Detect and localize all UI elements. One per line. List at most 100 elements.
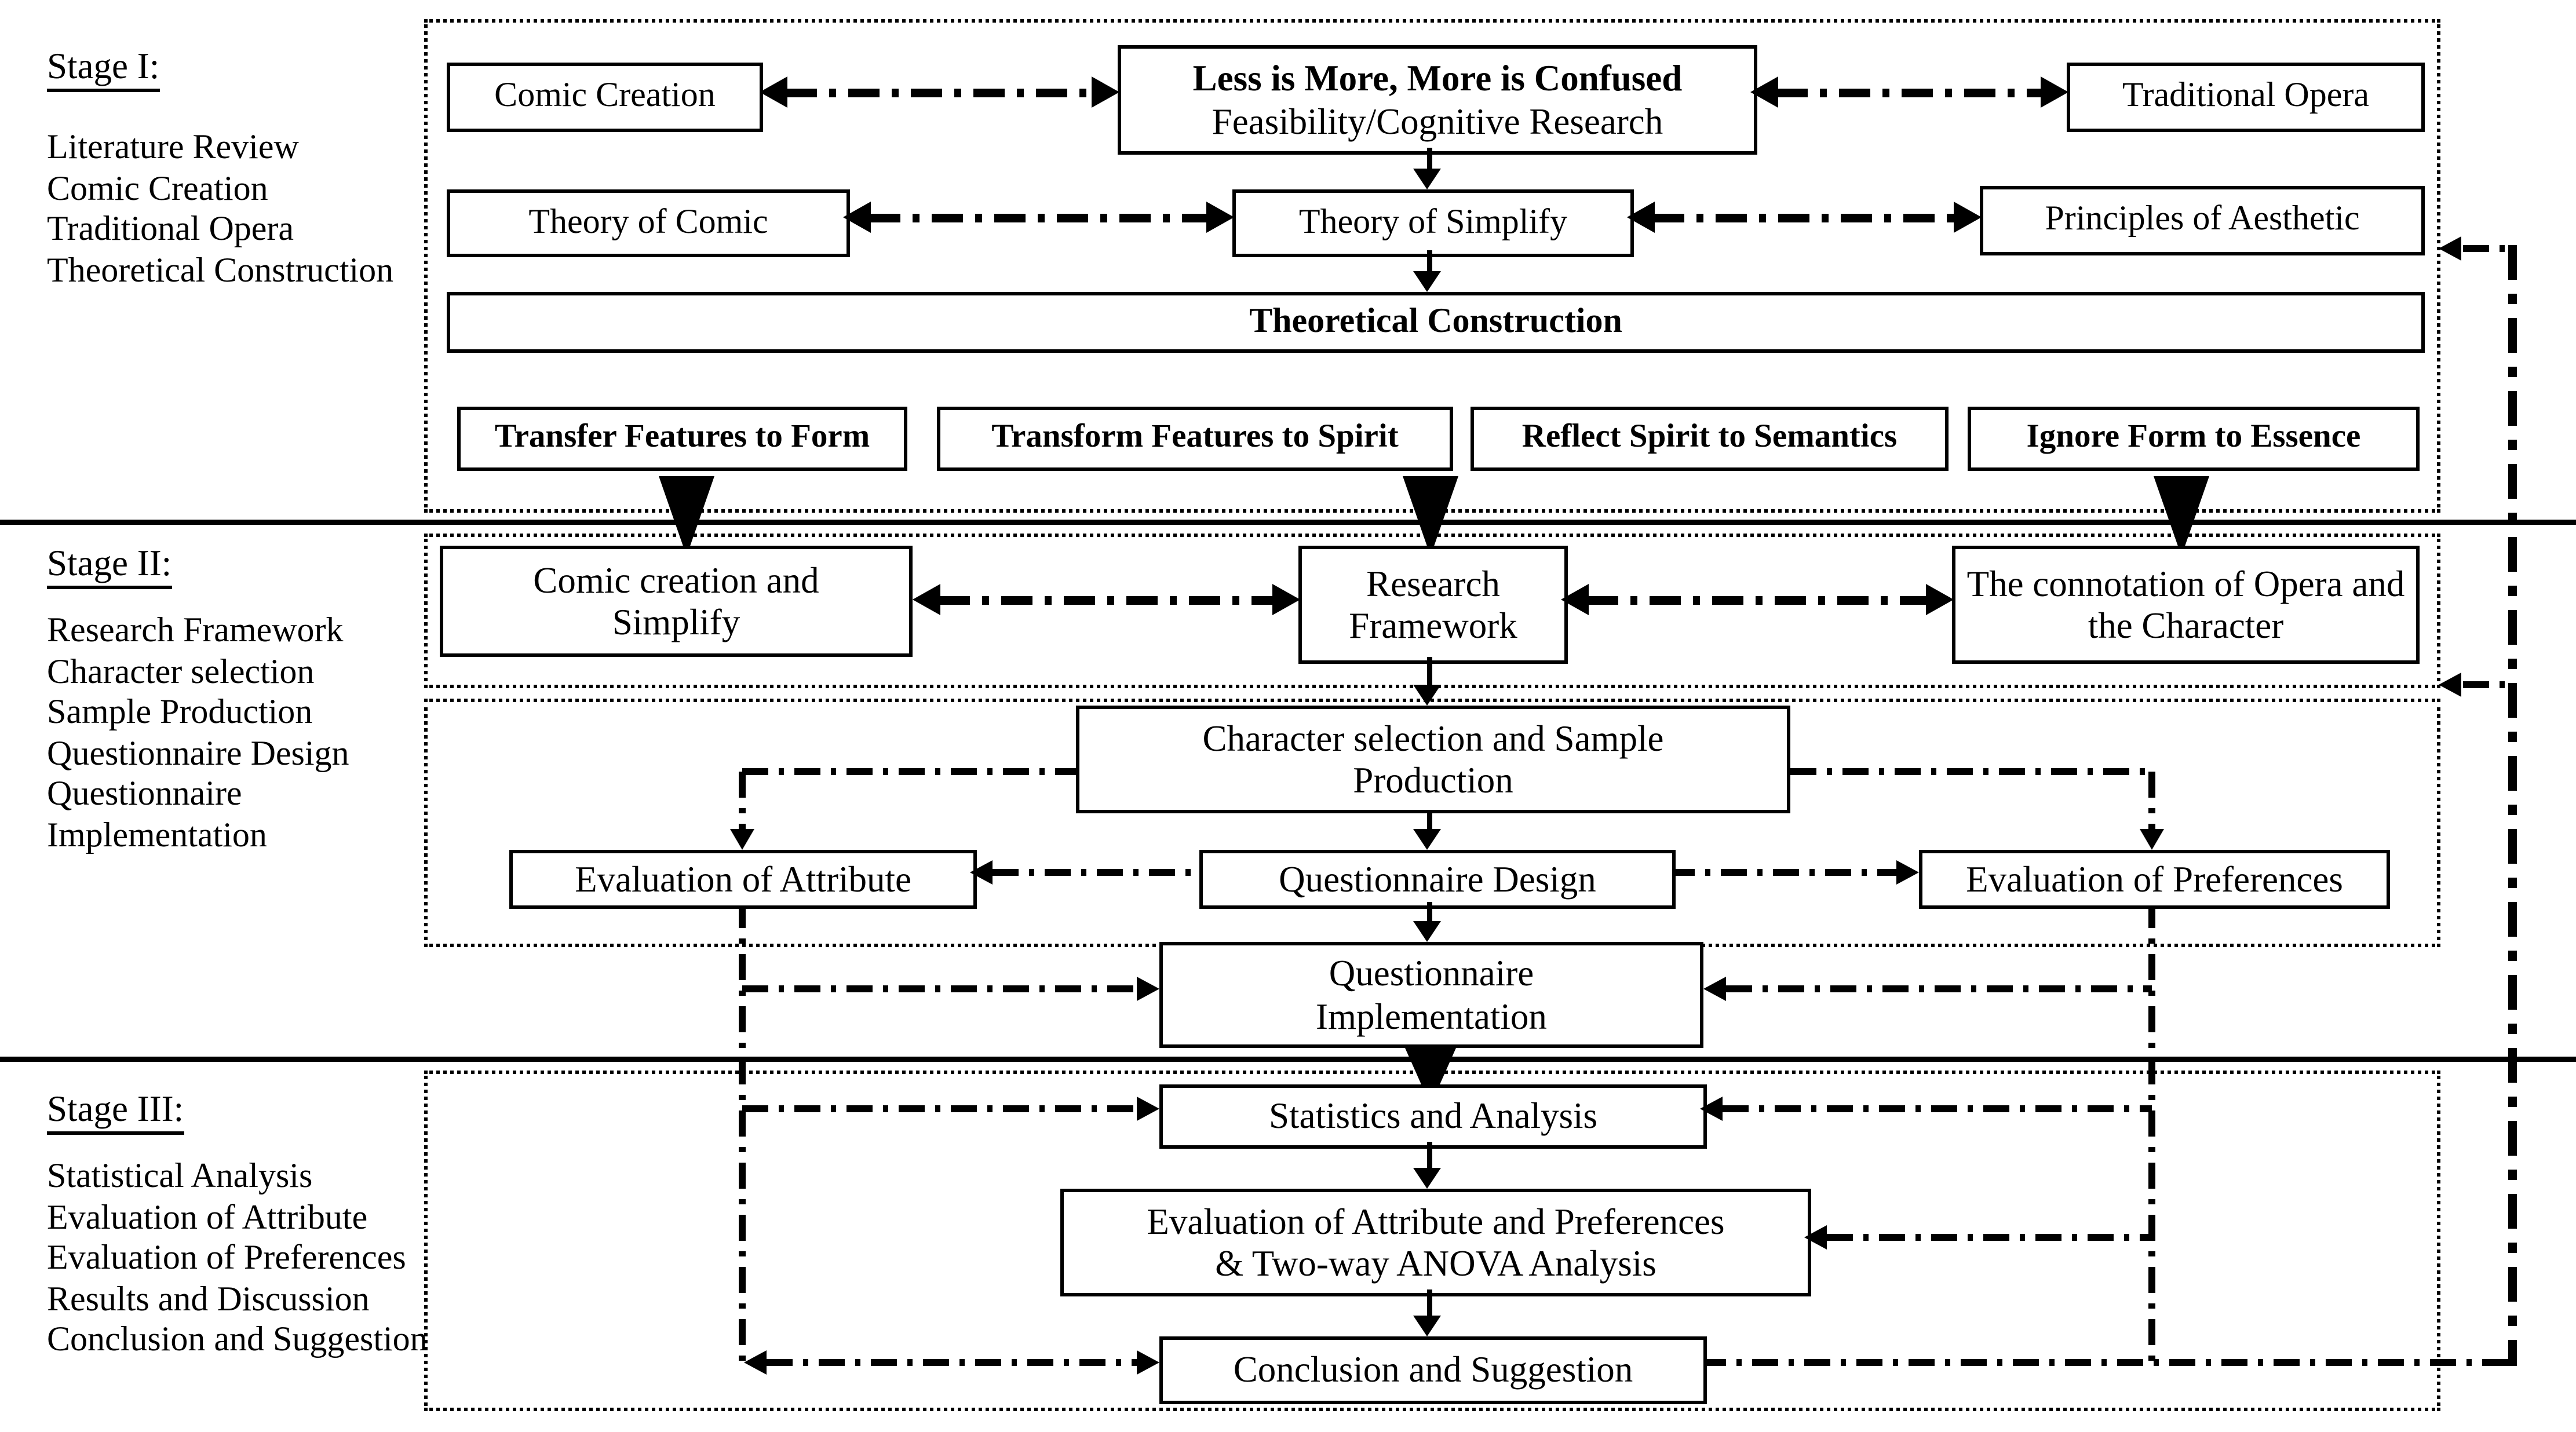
stage1-item: Theoretical Construction — [47, 251, 394, 290]
stage3-item: Results and Discussion — [47, 1280, 370, 1318]
node-less-is-more-title: Less is More, More is Confused — [1192, 57, 1683, 100]
line-charselection-right-branch — [1790, 768, 2152, 775]
node-ignore-form-to-essence: Ignore Form to Essence — [1968, 407, 2420, 471]
node-less-is-more: Less is More, More is Confused Feasibili… — [1118, 45, 1757, 155]
node-evaluation-anova-line1: Evaluation of Attribute and Preferences — [1147, 1200, 1725, 1242]
stage2-heading: Stage II: — [47, 542, 172, 589]
node-evaluation-of-preferences: Evaluation of Preferences — [1919, 850, 2390, 909]
node-theory-of-simplify: Theory of Simplify — [1232, 189, 1634, 257]
stage3-item: Statistical Analysis — [47, 1157, 313, 1196]
node-theory-of-comic: Theory of Comic — [447, 189, 850, 257]
arrow-comic-creation-lessismore — [786, 89, 1092, 97]
arrowhead-left — [1750, 76, 1778, 108]
arrowhead-left — [2439, 236, 2461, 261]
stage3-item-list: Statistical Analysis Evaluation of Attri… — [47, 1157, 473, 1362]
arrowhead-down — [1413, 169, 1441, 189]
arrow-stage1-to-researchframework — [1403, 476, 1458, 556]
node-questionnaire-design: Questionnaire Design — [1199, 850, 1676, 909]
arrowhead-left — [1561, 584, 1589, 615]
stage3-heading: Stage III: — [47, 1088, 184, 1135]
arrowhead-left — [760, 76, 787, 108]
arrowhead-down — [1413, 271, 1441, 292]
arrow-researchframework-charselection — [1427, 657, 1432, 686]
arrowhead-left — [744, 1350, 767, 1375]
arrowhead-left — [970, 860, 993, 885]
node-transform-features-to-spirit: Transform Features to Spirit — [937, 407, 1453, 471]
line-right-branch-down — [2148, 772, 2155, 831]
node-transfer-features-to-form: Transfer Features to Form — [457, 407, 907, 471]
arrowhead-down — [1413, 1168, 1441, 1189]
stage2-item: Questionnaire Implementation — [47, 775, 267, 854]
arrowhead-right — [1926, 584, 1954, 615]
arrowhead-right — [1896, 860, 1919, 885]
arrow-qdesign-evalpreferences — [1669, 869, 1898, 876]
node-research-framework: Research Framework — [1298, 546, 1568, 664]
arrow-rightrail-statistics — [1723, 1105, 2152, 1112]
arrowhead-down — [1413, 921, 1441, 942]
arrowhead-right — [1092, 76, 1119, 108]
arrowhead-left — [843, 202, 871, 233]
node-comic-creation: Comic Creation — [447, 63, 763, 132]
arrow-charselection-qdesign — [1427, 813, 1432, 831]
arrow-feedback-stage2 — [2463, 681, 2513, 688]
stage1-item: Literature Review — [47, 129, 299, 167]
arrow-comicsimplify-researchframework — [939, 596, 1272, 605]
arrow-rightrail-qimplementation — [1726, 985, 2152, 992]
arrowhead-left — [2439, 673, 2461, 697]
arrowhead-right — [1272, 584, 1300, 615]
stage2-item: Research Framework — [47, 612, 344, 650]
rail-far-right-vertical — [2508, 245, 2517, 1366]
arrowhead-down — [730, 829, 754, 850]
stage2-item: Sample Production — [47, 693, 313, 732]
arrow-anova-conclusion — [1427, 1289, 1432, 1317]
arrow-theorycomic-theorysimplify — [869, 214, 1206, 222]
arrowhead-left — [1804, 1225, 1827, 1250]
stage1-item: Comic Creation — [47, 169, 268, 208]
arrowhead-down — [2140, 829, 2164, 850]
arrowhead-left — [1627, 202, 1655, 233]
arrow-lessismore-theorysimplify — [1427, 148, 1432, 170]
arrow-leftrail-conclusion — [767, 1359, 1139, 1366]
arrowhead-left — [913, 584, 940, 615]
stage1-stage2-divider — [0, 520, 2576, 525]
node-reflect-spirit-to-semantics: Reflect Spirit to Semantics — [1471, 407, 1949, 471]
arrow-qdesign-qimplementation — [1427, 902, 1432, 923]
arrow-theorysimplify-principles — [1653, 214, 1954, 222]
rail-right-vertical — [2148, 902, 2155, 1362]
node-theoretical-construction: Theoretical Construction — [447, 292, 2425, 353]
arrow-qdesign-evalattribute — [993, 869, 1199, 876]
node-connotation-of-opera: The connotation of Opera and the Charact… — [1952, 546, 2420, 664]
stage3-item: Evaluation of Preferences — [47, 1239, 406, 1277]
arrowhead-left — [1700, 1097, 1723, 1121]
arrow-theorysimplify-construction — [1427, 250, 1432, 273]
stage1-item-list: Literature Review Comic Creation Traditi… — [47, 129, 464, 292]
node-questionnaire-implementation: Questionnaire Implementation — [1159, 942, 1703, 1048]
stage1-heading: Stage I: — [47, 45, 160, 92]
node-statistics-and-analysis: Statistics and Analysis — [1159, 1084, 1707, 1149]
arrowhead-right — [1206, 202, 1234, 233]
stage3-item: Conclusion and Suggestion — [47, 1321, 428, 1359]
arrowhead-left — [1703, 977, 1726, 1001]
arrowhead-down — [1413, 1316, 1441, 1336]
node-evaluation-anova-line2: & Two-way ANOVA Analysis — [1215, 1243, 1656, 1284]
node-conclusion-and-suggestion: Conclusion and Suggestion — [1159, 1336, 1707, 1404]
node-less-is-more-subtitle: Feasibility/Cognitive Research — [1212, 100, 1663, 142]
arrow-leftrail-statistics — [742, 1105, 1139, 1112]
node-traditional-opera: Traditional Opera — [2067, 63, 2425, 132]
line-left-branch-down — [739, 772, 746, 831]
arrowhead-right — [2041, 76, 2068, 108]
rail-left-vertical — [739, 902, 746, 1362]
arrowhead-down — [1413, 829, 1441, 850]
node-evaluation-of-attribute: Evaluation of Attribute — [509, 850, 977, 909]
stage3-item: Evaluation of Attribute — [47, 1198, 368, 1237]
arrow-lessismore-traditional-opera — [1776, 89, 2041, 97]
stage1-item: Traditional Opera — [47, 210, 294, 249]
arrowhead-right — [1954, 202, 1982, 233]
arrow-feedback-stage1 — [2463, 245, 2513, 252]
node-evaluation-anova: Evaluation of Attribute and Preferences … — [1060, 1189, 1811, 1296]
arrow-stage1-to-connotation — [2154, 476, 2209, 556]
line-conclusion-farright — [1700, 1359, 2513, 1366]
arrow-statistics-anova — [1427, 1142, 1432, 1170]
arrowhead-right — [1137, 977, 1159, 1001]
arrow-stage1-to-comicsimplify — [659, 476, 714, 556]
